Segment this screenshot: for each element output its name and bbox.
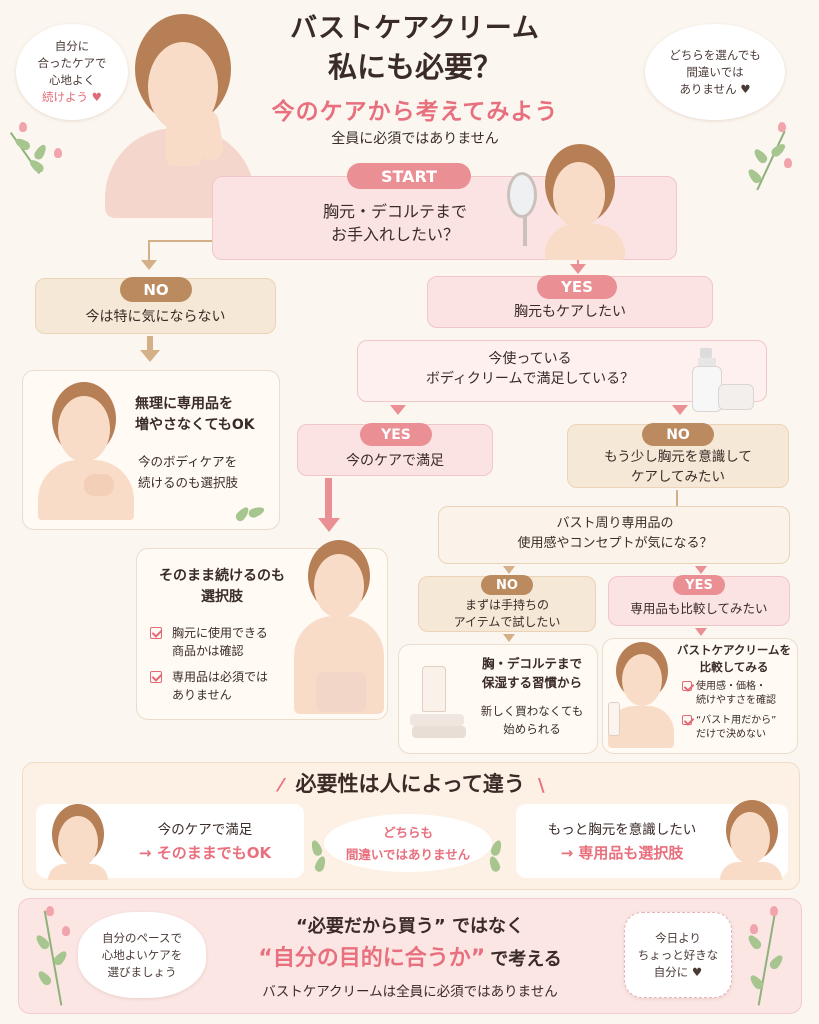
flower-sprig-icon bbox=[740, 904, 794, 1008]
satisfied-yes-badge: YES bbox=[360, 423, 432, 446]
arrow-down-icon bbox=[695, 628, 707, 636]
flower-sprig-icon bbox=[26, 904, 80, 1008]
not-satisfied-no-badge: NO bbox=[642, 423, 714, 446]
arrow-down-icon bbox=[390, 405, 406, 415]
smiling-woman-illustration bbox=[44, 804, 112, 880]
connector-line bbox=[325, 478, 332, 520]
connector-line bbox=[148, 240, 150, 262]
leaf-icon bbox=[232, 502, 272, 526]
page-title: バストケアクリーム bbox=[250, 6, 580, 45]
try-current-no-badge: NO bbox=[481, 575, 533, 595]
mirror-woman-illustration bbox=[505, 142, 635, 262]
cream-bottle-icon bbox=[690, 346, 760, 414]
flower-sprig-icon bbox=[9, 118, 74, 178]
compare-check-1: 使用感・価格・ 続けやすさを確認 bbox=[682, 680, 798, 708]
summary-middle-card bbox=[324, 814, 492, 872]
cream-woman-illustration bbox=[606, 642, 676, 750]
compare-result-title: バストケアクリームを 比較してみる bbox=[676, 643, 792, 674]
compare-yes-badge: YES bbox=[673, 575, 725, 595]
connector-line bbox=[577, 260, 579, 266]
try-current-text: まずは手持ちの アイテムで試したい bbox=[453, 598, 561, 629]
arrow-down-icon bbox=[570, 264, 586, 274]
arrow-down-icon bbox=[141, 260, 157, 270]
arrow-down-icon bbox=[503, 566, 515, 574]
tube-towel-icon bbox=[408, 664, 468, 744]
title-line1: バストケアクリーム bbox=[290, 13, 540, 44]
checkbox-icon bbox=[150, 671, 162, 683]
shoulder-woman-illustration bbox=[290, 540, 386, 718]
arrow-down-icon bbox=[672, 405, 688, 415]
no-badge: NO bbox=[120, 277, 192, 302]
start-question: 胸元・デコルテまで お手入れしたい？ bbox=[322, 202, 467, 244]
yes-branch-text: 胸元もケアしたい bbox=[514, 304, 626, 320]
connector-line bbox=[148, 240, 212, 242]
summary-left-text: 今のケアで満足 → そのままでもOK bbox=[138, 822, 272, 862]
bubble-top-right: どちらを選んでも 間違いでは ありません ♥ bbox=[645, 24, 785, 120]
arrow-down-icon bbox=[695, 566, 707, 574]
footer-line2: “自分の目的に合うか” で考える bbox=[258, 946, 562, 971]
moisturize-title: 胸・デコルテまで 保湿する習慣から bbox=[481, 656, 582, 690]
compare-text: 専用品も比較してみたい bbox=[630, 601, 768, 616]
dedicated-product-question-box bbox=[438, 506, 790, 564]
no-branch-text: 今は特に気にならない bbox=[85, 309, 226, 325]
footer-line1: “必要だから買う” ではなく bbox=[296, 916, 524, 937]
continue-result-title: そのまま続けるのも 選択肢 bbox=[159, 568, 285, 605]
summary-right-text: もっと胸元を意識したい → 専用品も選択肢 bbox=[547, 822, 697, 862]
page-subtitle: 全員に必須ではありません bbox=[331, 131, 499, 147]
connector-line bbox=[676, 490, 678, 508]
continue-check-2: 専用品は必須では ありません bbox=[150, 668, 300, 704]
body-cream-question: 今使っている ボディクリームで満足している？ bbox=[425, 351, 635, 387]
arrow-down-icon bbox=[318, 518, 340, 532]
yes-badge: YES bbox=[537, 275, 617, 299]
bubble-bottom-left: 自分のペースで 心地よいケアを 選びましょう bbox=[78, 912, 206, 998]
summary-middle-text: どちらも 間違いではありません bbox=[345, 825, 471, 862]
flower-sprig-icon bbox=[740, 118, 800, 198]
checkbox-icon bbox=[682, 715, 692, 725]
arrow-down-icon bbox=[140, 350, 160, 362]
title-question: 私にも必要？ bbox=[327, 50, 502, 84]
thinking-woman-illustration bbox=[716, 800, 786, 880]
relaxed-woman-illustration bbox=[28, 374, 136, 524]
dedicated-product-question: バスト周り専用品の 使用感やコンセプトが気になる？ bbox=[517, 516, 713, 551]
leaf-icon bbox=[487, 838, 510, 878]
start-badge: START bbox=[347, 163, 471, 189]
satisfied-text: 今のケアで満足 bbox=[346, 453, 444, 469]
arrow-down-icon bbox=[503, 634, 515, 642]
no-result-text: 今のボディケアを 続けるのも選択肢 bbox=[138, 454, 239, 490]
checkbox-icon bbox=[150, 627, 162, 639]
connector-line bbox=[147, 336, 153, 352]
checkbox-icon bbox=[682, 681, 692, 691]
summary-heading: ⁄ 必要性は人によって違う \ bbox=[279, 772, 545, 796]
compare-check-2: “バスト用だから” だけで決めない bbox=[682, 714, 798, 742]
title-highlight: 今のケアから考えてみよう bbox=[271, 99, 559, 125]
moisturize-text: 新しく買わなくても 始められる bbox=[480, 704, 584, 736]
no-result-title: 無理に専用品を 増やさなくてもOK bbox=[135, 396, 255, 433]
continue-check-1: 胸元に使用できる 商品かは確認 bbox=[150, 624, 300, 660]
bubble-bottom-right: 今日より ちょっと好きな 自分に ♥ bbox=[624, 912, 732, 998]
footer-line3: バストケアクリームは全員に必須ではありません bbox=[262, 984, 558, 1000]
leaf-icon bbox=[308, 838, 330, 878]
not-satisfied-text: もう少し胸元を意識して ケアしてみたい bbox=[604, 449, 752, 485]
bubble-top-left: 自分に 合ったケアで 心地よく 続けよう ♥ bbox=[16, 24, 128, 120]
